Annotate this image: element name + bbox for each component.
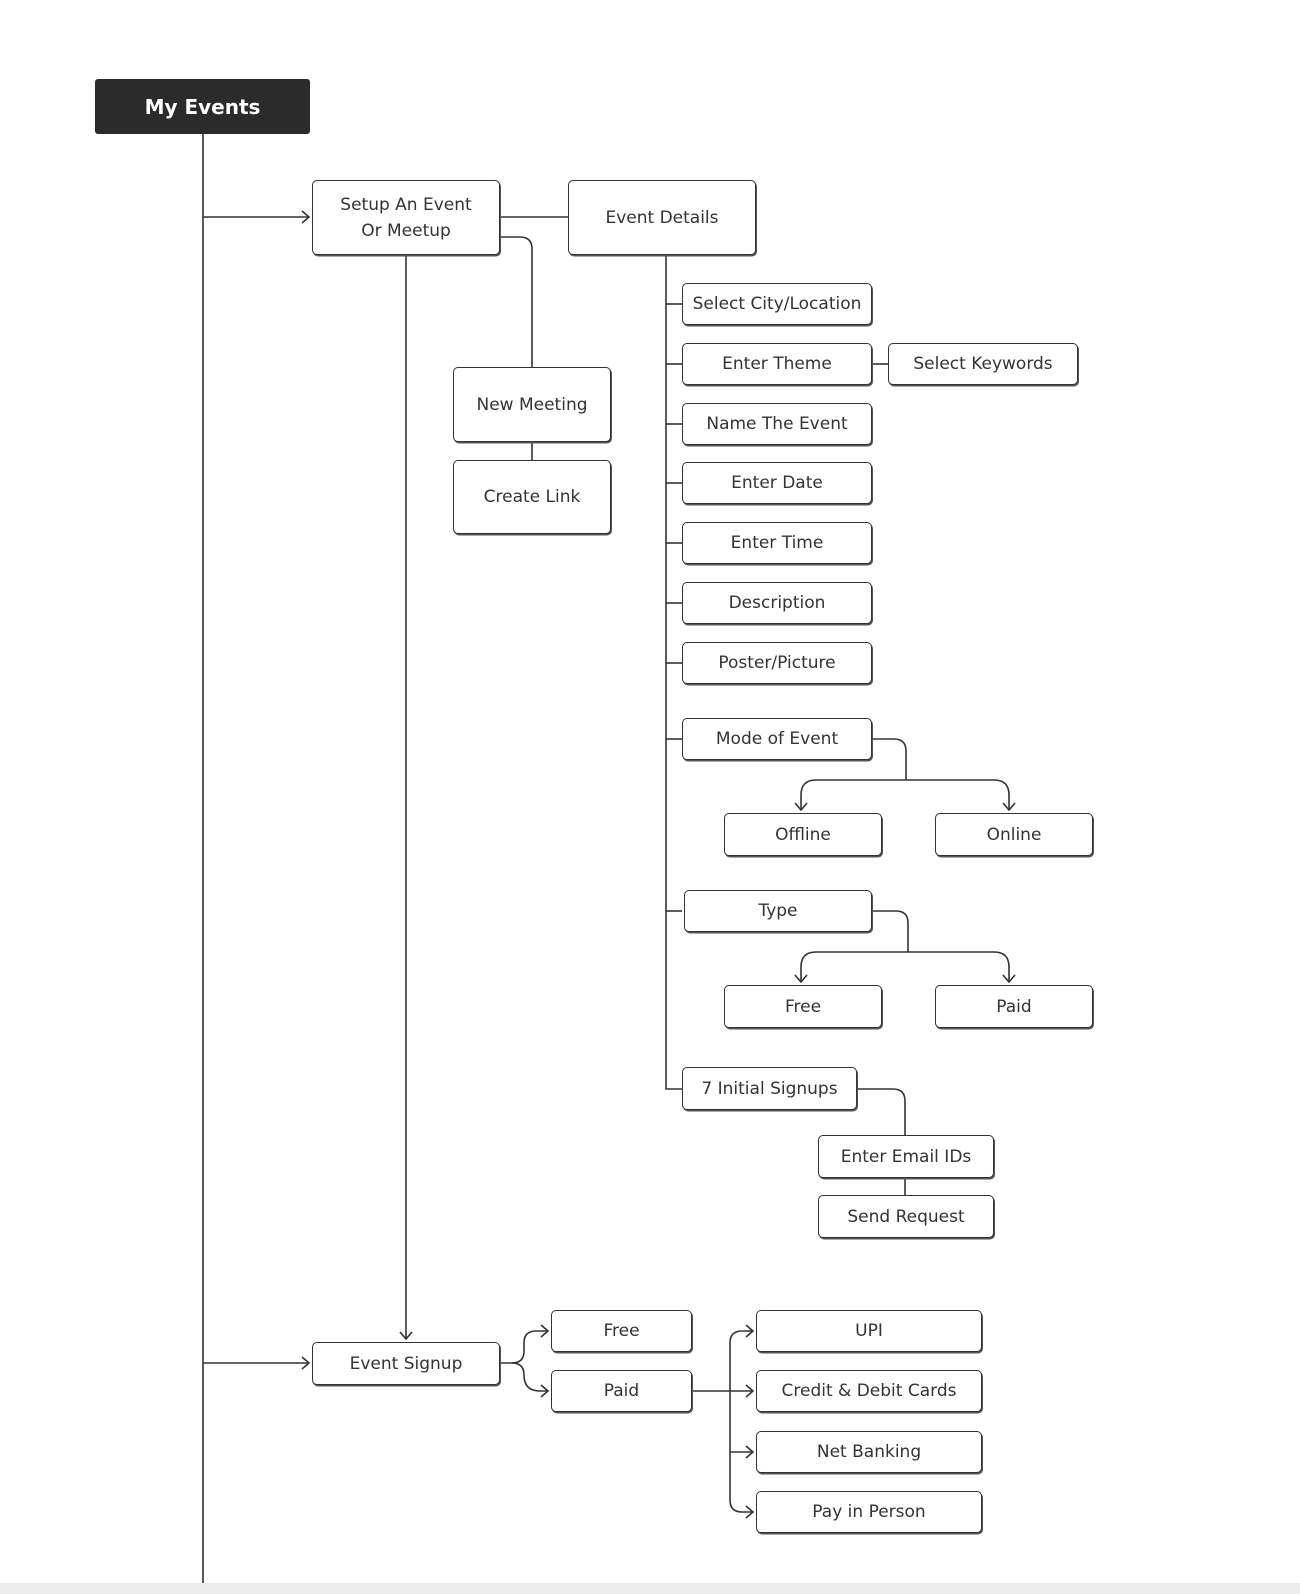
upi-node: UPI (756, 1310, 982, 1352)
event-details-node: Event Details (568, 180, 756, 255)
signup-paid-joint-line (511, 1362, 525, 1376)
signup-to-free-line (500, 1330, 548, 1364)
arrowhead-signup-down (399, 1331, 413, 1341)
signup-paid-node: Paid (551, 1370, 692, 1412)
type-paid-node: Paid (935, 985, 1093, 1028)
credit-debit-cards-node: Credit & Debit Cards (756, 1370, 982, 1412)
pay-in-person-node: Pay in Person (756, 1491, 982, 1533)
arrowhead-signup-free (540, 1324, 550, 1338)
new-meeting-node: New Meeting (453, 367, 611, 442)
arrowhead-offline (794, 802, 808, 812)
name-event-node: Name The Event (682, 403, 872, 445)
mode-of-event-node: Mode of Event (682, 718, 872, 760)
setup-event-node: Setup An Event Or Meetup (312, 180, 500, 255)
enter-time-node: Enter Time (682, 522, 872, 564)
signup-free-node: Free (551, 1310, 692, 1352)
setup-to-new-meeting-line (500, 236, 533, 367)
arrowhead-online (1002, 802, 1016, 812)
type-node: Type (684, 890, 872, 932)
offline-node: Offline (724, 813, 882, 856)
arrowhead-payinperson (745, 1505, 755, 1519)
create-link-node: Create Link (453, 460, 611, 534)
signup-to-paid-line (523, 1374, 548, 1392)
initial-signups-node: 7 Initial Signups (682, 1067, 857, 1110)
arrowhead-signup (301, 1356, 311, 1370)
signups-to-email-line (857, 1088, 906, 1135)
online-node: Online (935, 813, 1093, 856)
details-trunk-line (665, 255, 682, 1090)
mode-split-line (800, 779, 1010, 810)
arrowhead-setup (301, 210, 311, 224)
type-down-line (872, 910, 909, 952)
type-split-line (800, 951, 1010, 982)
net-banking-node: Net Banking (756, 1431, 982, 1473)
mode-down-line (872, 738, 907, 780)
arrowhead-cards (745, 1384, 755, 1398)
arrowhead-netbanking (745, 1445, 755, 1459)
description-node: Description (682, 582, 872, 624)
type-free-node: Free (724, 985, 882, 1028)
select-keywords-node: Select Keywords (888, 343, 1078, 385)
poster-picture-node: Poster/Picture (682, 642, 872, 684)
select-city-node: Select City/Location (682, 283, 872, 325)
payment-bracket-line (729, 1330, 753, 1513)
bottom-edge-strip (0, 1583, 1300, 1594)
event-signup-node: Event Signup (312, 1342, 500, 1385)
arrowhead-signup-paid (540, 1384, 550, 1398)
arrowhead-upi (745, 1324, 755, 1338)
my-events-node: My Events (95, 79, 310, 134)
arrowhead-paid (1002, 974, 1016, 984)
enter-email-ids-node: Enter Email IDs (818, 1135, 994, 1178)
send-request-node: Send Request (818, 1195, 994, 1238)
enter-theme-node: Enter Theme (682, 343, 872, 385)
arrowhead-free (794, 974, 808, 984)
enter-date-node: Enter Date (682, 462, 872, 504)
